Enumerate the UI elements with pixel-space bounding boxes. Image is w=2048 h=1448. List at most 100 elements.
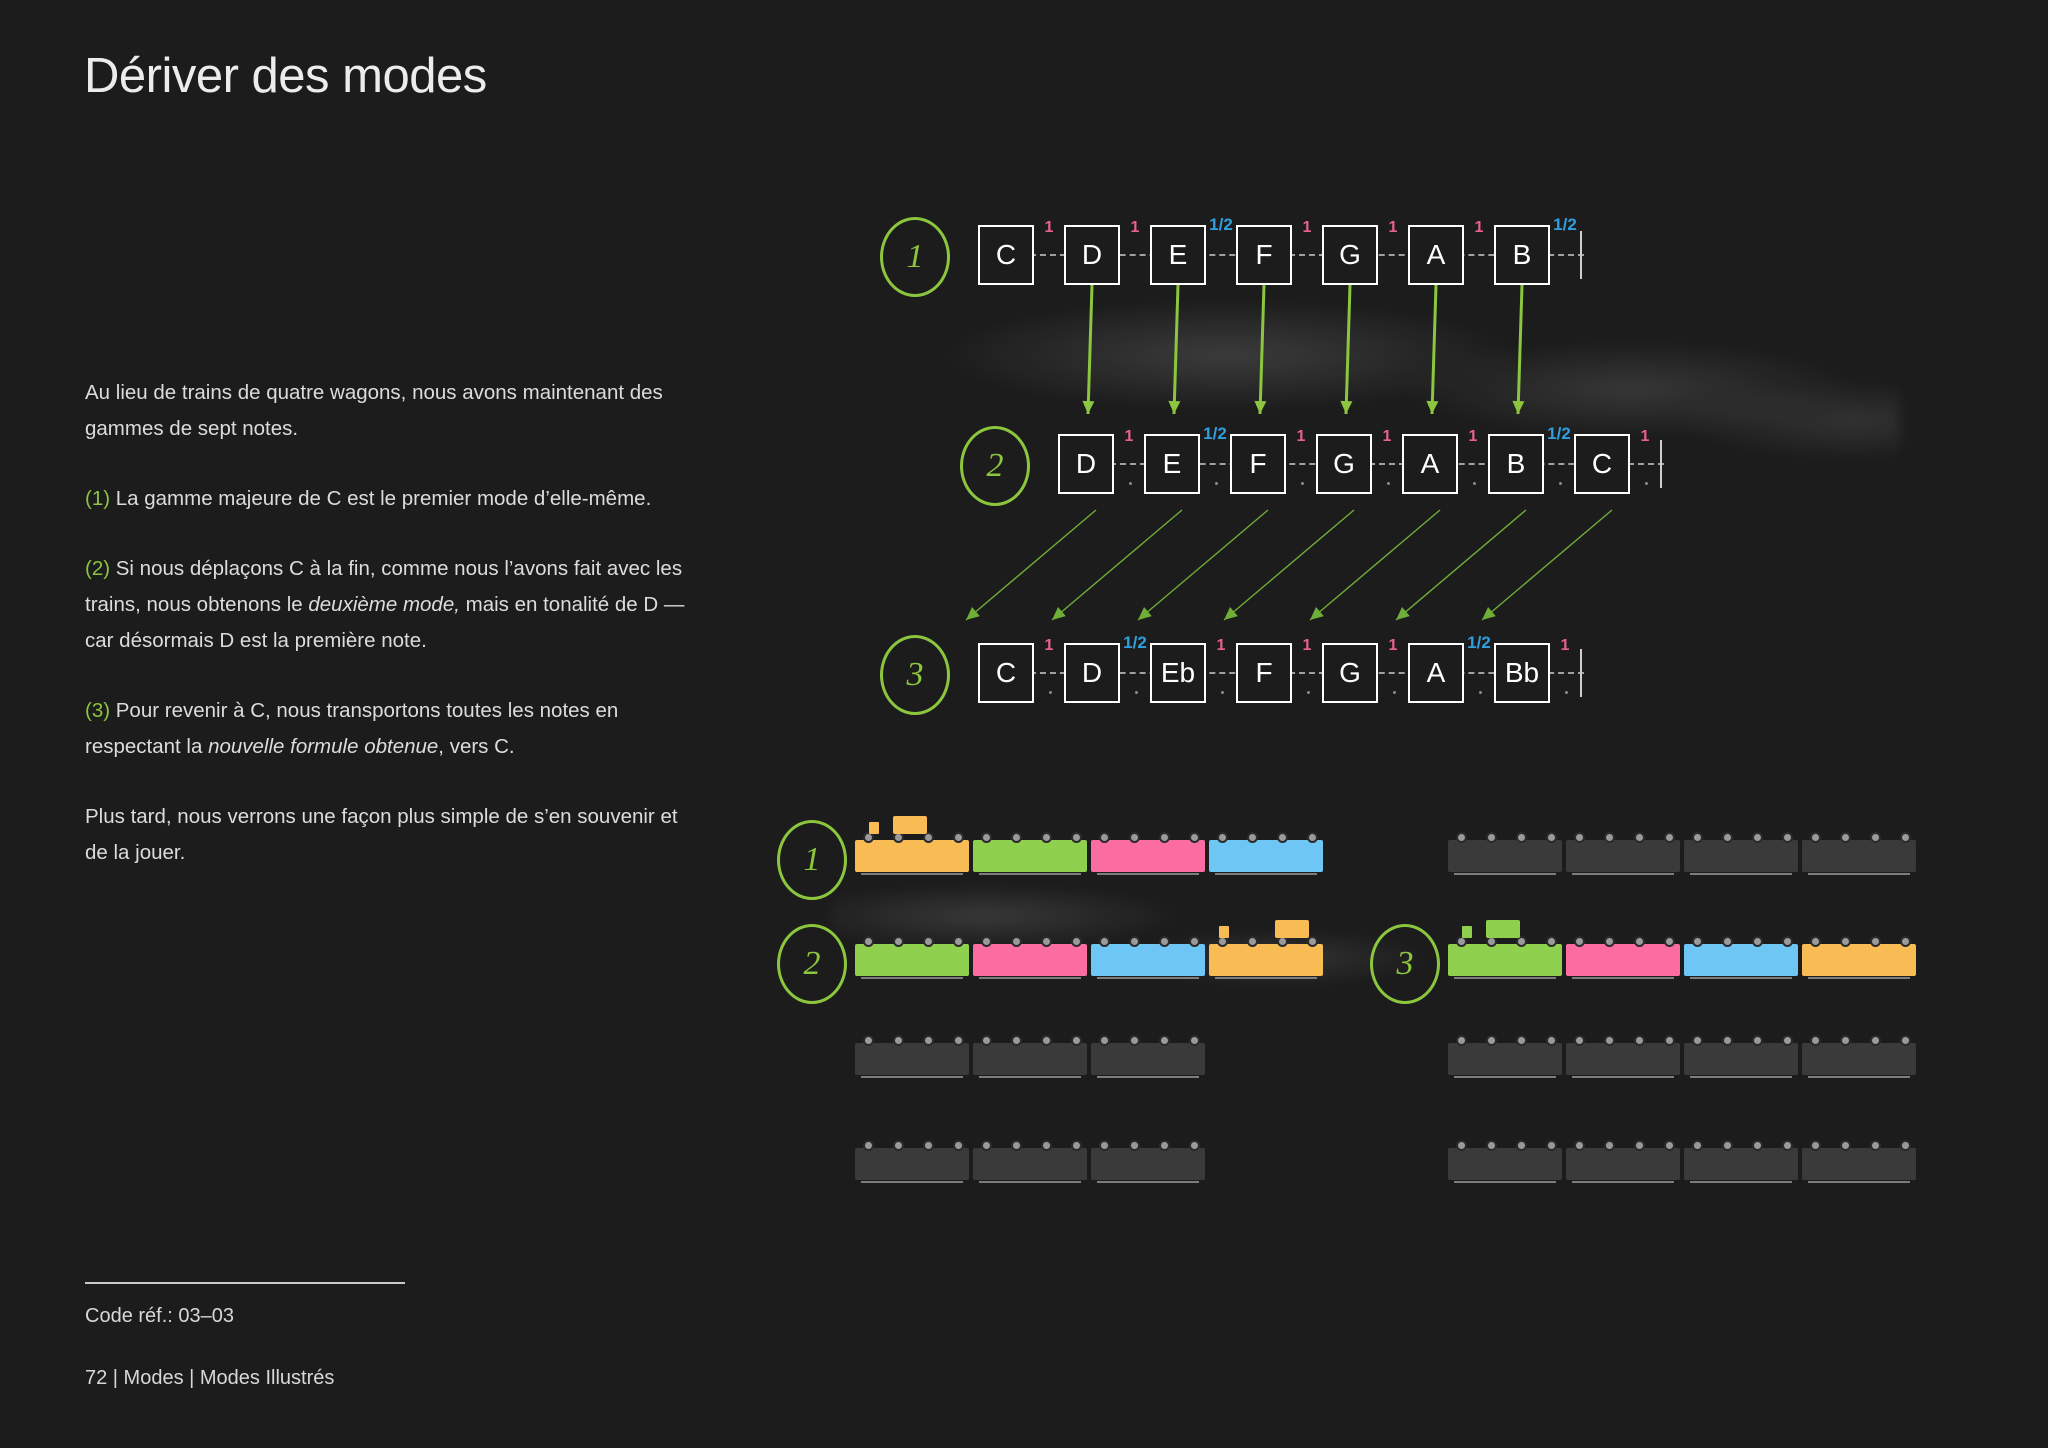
train-car[interactable] — [1091, 1043, 1205, 1075]
train-car[interactable] — [855, 1148, 969, 1180]
note-box[interactable]: D — [1058, 434, 1114, 494]
train-car[interactable] — [973, 1148, 1087, 1180]
train-wheel — [1189, 1035, 1200, 1046]
note-box[interactable]: A — [1408, 643, 1464, 703]
arrow — [1340, 284, 1353, 415]
train-car[interactable] — [1684, 1043, 1798, 1075]
note-box[interactable]: G — [1322, 225, 1378, 285]
train-car[interactable] — [1209, 944, 1323, 976]
note-box[interactable]: B — [1494, 225, 1550, 285]
note-box[interactable]: E — [1144, 434, 1200, 494]
train-wheel — [1840, 1140, 1851, 1151]
interval-label: 1 — [1044, 219, 1054, 236]
note-box[interactable]: C — [1574, 434, 1630, 494]
note-box[interactable]: B — [1488, 434, 1544, 494]
train-car[interactable] — [1566, 840, 1680, 872]
train-car[interactable] — [855, 840, 969, 872]
train-car[interactable] — [1448, 1043, 1562, 1075]
paragraph-1-text: La gamme majeure de C est le premier mod… — [110, 487, 652, 510]
arrow — [1512, 284, 1525, 415]
train-wheel — [1099, 1140, 1110, 1151]
train-car[interactable] — [1091, 840, 1205, 872]
train-wheel — [981, 832, 992, 843]
note-box[interactable]: A — [1408, 225, 1464, 285]
arrow — [1395, 509, 1527, 621]
tick-dot — [1393, 691, 1396, 694]
train-axle — [1572, 1181, 1674, 1183]
train-car[interactable] — [855, 944, 969, 976]
note-box[interactable]: C — [978, 225, 1034, 285]
train-wheel — [893, 1140, 904, 1151]
train-axle — [979, 1076, 1081, 1078]
note-box[interactable]: F — [1236, 643, 1292, 703]
train-wheel — [1752, 832, 1763, 843]
train-wheel — [1722, 1140, 1733, 1151]
train-wheel — [1692, 936, 1703, 947]
train-left-1: 1 — [777, 816, 1327, 900]
train-wheel — [1546, 832, 1557, 843]
train-wheel — [1516, 832, 1527, 843]
train-wheel — [1870, 1035, 1881, 1046]
train-axle — [979, 977, 1081, 979]
train-wheel — [1604, 832, 1615, 843]
note-box[interactable]: Bb — [1494, 643, 1550, 703]
note-box[interactable]: A — [1402, 434, 1458, 494]
paragraph-1: (1) La gamme majeure de C est le premier… — [85, 481, 700, 517]
train-car[interactable] — [1684, 944, 1798, 976]
train-car[interactable] — [1091, 1148, 1205, 1180]
train-wheel — [1722, 832, 1733, 843]
train-car[interactable] — [1684, 1148, 1798, 1180]
train-car[interactable] — [1091, 944, 1205, 976]
interval-label: 1 — [1388, 219, 1398, 236]
staff-line-2 — [1110, 463, 1664, 465]
train-axle — [861, 977, 963, 979]
note-box[interactable]: G — [1316, 434, 1372, 494]
train-car[interactable] — [1209, 840, 1323, 872]
train-wheel — [1900, 1140, 1911, 1151]
note-box[interactable]: D — [1064, 643, 1120, 703]
train-wheel — [1277, 832, 1288, 843]
train-axle — [1454, 1076, 1556, 1078]
train-wheel — [1099, 832, 1110, 843]
train-wheel — [1307, 832, 1318, 843]
train-wheel — [1634, 832, 1645, 843]
tick-dot — [1387, 482, 1390, 485]
tick-dot — [1479, 691, 1482, 694]
train-car[interactable] — [973, 1043, 1087, 1075]
note-box[interactable]: Eb — [1150, 643, 1206, 703]
train-car[interactable] — [973, 944, 1087, 976]
arrow — [1051, 509, 1183, 621]
train-wheel — [953, 1140, 964, 1151]
train-car[interactable] — [1566, 1043, 1680, 1075]
train-car[interactable] — [973, 840, 1087, 872]
train-car[interactable] — [1448, 840, 1562, 872]
train-car[interactable] — [855, 1043, 969, 1075]
train-wheel — [1011, 1140, 1022, 1151]
train-axle — [1690, 873, 1792, 875]
note-box[interactable]: E — [1150, 225, 1206, 285]
train-wheel — [1011, 832, 1022, 843]
train-wheel — [1011, 936, 1022, 947]
note-box[interactable]: G — [1322, 643, 1378, 703]
interval-label: 1 — [1302, 637, 1312, 654]
interval-label: 1 — [1388, 637, 1398, 654]
note-box[interactable]: C — [978, 643, 1034, 703]
train-axle — [1454, 1181, 1556, 1183]
train-car[interactable] — [1566, 1148, 1680, 1180]
train-car[interactable] — [1448, 1148, 1562, 1180]
train-car[interactable] — [1802, 944, 1916, 976]
train-wheel — [1456, 936, 1467, 947]
train-car[interactable] — [1684, 840, 1798, 872]
note-box[interactable]: F — [1230, 434, 1286, 494]
train-wheel — [1604, 936, 1615, 947]
train-car[interactable] — [1802, 1043, 1916, 1075]
train-wheel — [1782, 1140, 1793, 1151]
train-car[interactable] — [1802, 840, 1916, 872]
train-car[interactable] — [1448, 944, 1562, 976]
train-car[interactable] — [1802, 1148, 1916, 1180]
tick-dot — [1565, 691, 1568, 694]
note-box[interactable]: F — [1236, 225, 1292, 285]
note-box[interactable]: D — [1064, 225, 1120, 285]
train-car[interactable] — [1566, 944, 1680, 976]
